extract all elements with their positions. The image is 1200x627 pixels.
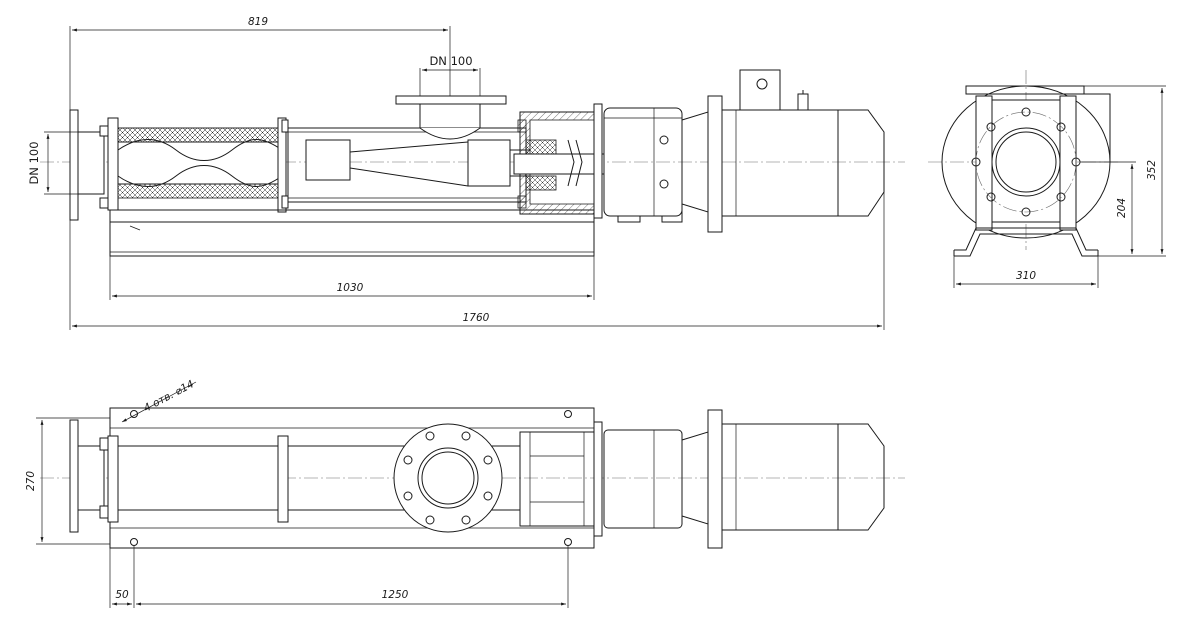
dimension-204: 204 [1080,161,1136,254]
svg-text:DN 100: DN 100 [429,54,472,68]
flange-bolt-circle [975,111,1077,213]
terminal-box [739,69,781,111]
svg-text:1760: 1760 [463,312,490,324]
svg-text:819: 819 [248,16,268,28]
dimension-1760: 1760 [69,192,885,330]
dimension-352: 352 [1084,85,1166,257]
motor-fan-cover [837,109,885,217]
mounting-feet [954,227,1098,251]
inlet-pipe [77,131,105,195]
svg-text:270: 270 [25,471,37,491]
svg-text:DN 100: DN 100 [27,141,41,184]
inlet-flange [69,109,79,221]
coupling-joint [467,139,511,187]
dimension-inlet-dn: DN 100 [27,131,78,195]
outlet-flange-plan [393,423,503,533]
front-view: 819 DN 100 DN 100 1030 1760 [27,16,905,330]
svg-text:50: 50 [115,589,129,601]
dimension-1030: 1030 [109,256,595,300]
dimension-50: 50 [109,546,135,608]
pump-volute [941,85,1111,239]
end-view: 352 204 310 [928,70,1166,288]
dimension-270: 270 [25,417,110,545]
svg-text:1030: 1030 [337,282,364,294]
svg-text:4 отв. ⌀14: 4 отв. ⌀14 [142,378,196,414]
coupling-joint [305,139,351,181]
dimension-310: 310 [953,256,1099,288]
motor-body [721,109,839,217]
hole-callout: 4 отв. ⌀14 [121,378,197,423]
dimension-819: 819 [69,16,451,110]
stator-plan [117,445,279,511]
plan-view: 4 отв. ⌀14 270 50 1250 [25,378,905,608]
motor-flange [707,95,723,233]
outlet-flange [395,95,507,105]
dimension-outlet-dn: DN 100 [419,54,481,96]
dimension-1250: 1250 [136,546,569,608]
svg-text:1250: 1250 [382,589,409,601]
discharge-flange [981,99,1071,223]
suction-casing [107,117,119,211]
svg-text:352: 352 [1146,160,1158,180]
svg-text:204: 204 [1116,198,1128,218]
svg-text:310: 310 [1016,270,1036,282]
